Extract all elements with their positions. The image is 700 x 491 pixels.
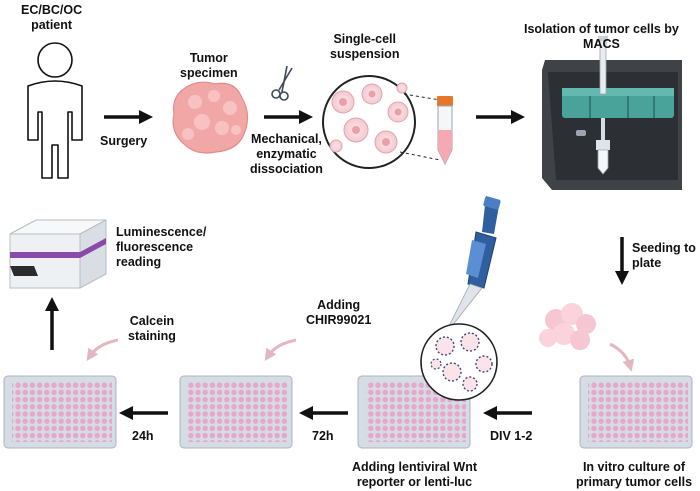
macs-separator-icon	[542, 36, 682, 190]
label-24h: 24h	[132, 429, 154, 443]
dissociation-label-line1: Mechanical,	[251, 132, 322, 146]
luminescence-label-line3: reading	[116, 255, 162, 269]
calcein-label-line1: Calcein	[129, 314, 175, 328]
suspension-label-line2: suspension	[330, 47, 400, 61]
curved-arrow-calcein	[86, 338, 119, 361]
luminescence-label: Luminescence/ fluorescence reading	[116, 225, 206, 270]
scissors-icon	[271, 65, 293, 101]
calcein-label: Calcein staining	[128, 314, 176, 344]
plate-calcein	[3, 375, 117, 449]
zoom-line-bottom	[399, 151, 441, 161]
pipette-icon	[429, 196, 501, 350]
suspension-label-line1: Single-cell	[333, 32, 396, 46]
chir-label: Adding CHIR99021	[306, 298, 371, 328]
patient-label-line1: EC/BC/OC	[21, 3, 83, 17]
cell-cluster-icon	[539, 303, 596, 350]
patient-label: EC/BC/OC patient	[21, 3, 82, 33]
curved-arrow-seeding	[609, 342, 635, 372]
tumor-label-line1: Tumor	[189, 51, 228, 65]
tumor-label: Tumor specimen	[180, 51, 238, 81]
calcein-label-line2: staining	[128, 329, 176, 343]
surgery-label: Surgery	[100, 134, 148, 148]
plate-reader-icon	[9, 219, 107, 289]
falcon-tube-icon	[437, 96, 453, 166]
lentiviral-label-line1: Adding lentiviral Wnt	[352, 460, 477, 474]
lentiviral-label-line2: reporter or lenti-luc	[356, 475, 473, 489]
dissociation-label-line3: dissociation	[250, 162, 323, 176]
suspension-label: Single-cell suspension	[330, 32, 399, 62]
luminescence-label-line2: fluorescence	[116, 240, 194, 254]
curved-arrow-chir	[264, 338, 297, 361]
chir-label-line1: Adding	[317, 298, 361, 312]
seeding-label-line2: plate	[632, 256, 662, 270]
patient-icon	[27, 42, 83, 179]
seeding-label: Seeding to plate	[632, 241, 696, 271]
invitro-label-line1: In vitro culture of	[582, 460, 686, 474]
tumor-specimen-icon	[172, 81, 249, 154]
luminescence-label-line1: Luminescence/	[116, 225, 207, 239]
lentiviral-label: Adding lentiviral Wnt reporter or lenti-…	[352, 460, 477, 490]
label-div: DIV 1-2	[490, 429, 533, 443]
plate-invitro	[579, 375, 693, 449]
isolation-label-line2: MACS	[583, 37, 620, 51]
tumor-label-line2: specimen	[180, 66, 238, 80]
dissociation-label: Mechanical, enzymatic dissociation	[250, 132, 323, 177]
plate-chir	[179, 375, 293, 449]
isolation-label: Isolation of tumor cells by MACS	[524, 22, 679, 52]
dissociation-label-line2: enzymatic	[256, 147, 317, 161]
chir-label-line2: CHIR99021	[306, 313, 372, 327]
seeding-label-line1: Seeding to	[632, 241, 696, 255]
zoom-line-top	[403, 93, 441, 101]
virus-cells-icon	[420, 323, 498, 401]
isolation-label-line1: Isolation of tumor cells by	[524, 22, 679, 36]
patient-label-line2: patient	[31, 18, 73, 32]
single-cell-suspension-icon	[322, 75, 416, 169]
invitro-label-line2: primary tumor cells	[576, 475, 693, 489]
label-72h: 72h	[312, 429, 334, 443]
invitro-label: In vitro culture of primary tumor cells	[576, 460, 692, 490]
